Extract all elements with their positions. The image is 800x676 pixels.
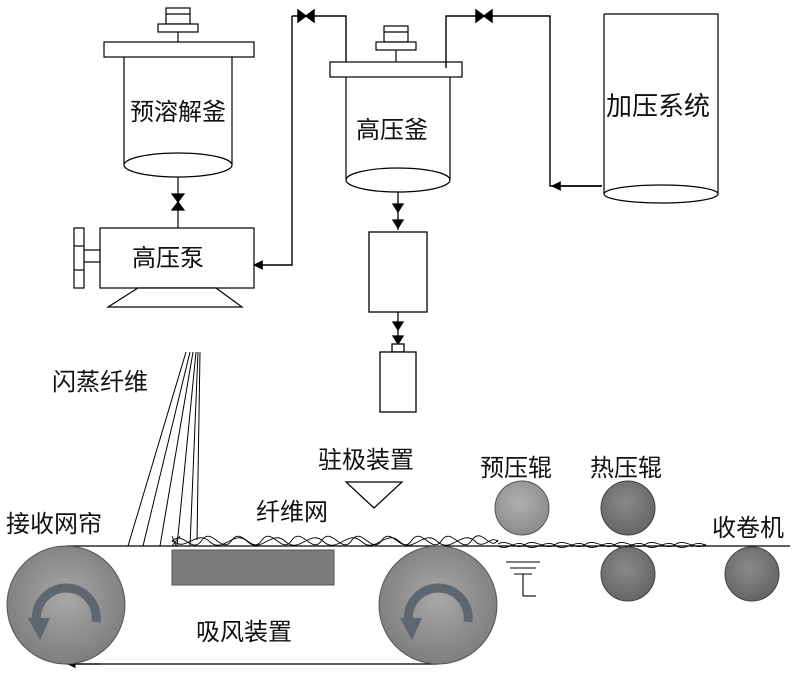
suction-box (171, 549, 335, 586)
label-high-pressure-pump: 高压泵 (132, 244, 204, 272)
flash-fiber-strands (127, 351, 201, 547)
pipe-pressurizing-to-autoclave (445, 8, 602, 191)
electret-device (344, 481, 404, 509)
high-pressure-pump (73, 227, 255, 308)
belt-drum-right (378, 545, 498, 665)
winder-roll (724, 546, 780, 602)
valve-kettle-pump (170, 177, 186, 228)
label-flash-fiber: 闪蒸纤维 (52, 368, 148, 396)
filter-unit (368, 231, 428, 313)
rotation-arrow-icon (28, 618, 50, 640)
pump-stand (105, 287, 244, 308)
hot-press-roller-top (600, 480, 656, 536)
autoclave-motor (383, 25, 409, 43)
spinneret-unit (379, 351, 417, 413)
autoclave-lid (329, 61, 463, 78)
hot-press-roller-bottom (600, 546, 656, 602)
autoclave-outlet-line (368, 192, 428, 413)
label-pressurizing-system: 加压系统 (606, 92, 711, 122)
label-electret-device: 驻极装置 (318, 446, 414, 474)
label-fiber-web: 纤维网 (256, 498, 328, 526)
label-hot-press-roller: 热压辊 (590, 454, 662, 482)
label-pre-press-roller: 预压辊 (480, 454, 552, 482)
pressurizing-system (603, 13, 719, 204)
rotation-arrow-icon (400, 618, 422, 640)
label-suction-device: 吸风装置 (196, 618, 292, 646)
autoclave-base (345, 167, 451, 193)
pump-handwheel (73, 227, 85, 289)
pre-press-roller (494, 480, 550, 536)
pipe-pump-to-autoclave (253, 8, 347, 270)
kettle-base (123, 152, 233, 178)
belt-drum-left (6, 545, 126, 665)
kettle-lid (103, 41, 255, 58)
kettle-motor (165, 7, 191, 25)
label-winder: 收卷机 (712, 514, 784, 542)
ground-icon (506, 561, 540, 597)
label-receiving-screen: 接收网帘 (6, 510, 102, 538)
fiber-web (171, 535, 707, 548)
pre-dissolve-kettle (103, 7, 255, 178)
label-high-pressure-kettle: 高压釜 (356, 116, 428, 144)
high-pressure-kettle (329, 25, 463, 193)
label-pre-dissolve-kettle: 预溶解釜 (130, 98, 226, 126)
